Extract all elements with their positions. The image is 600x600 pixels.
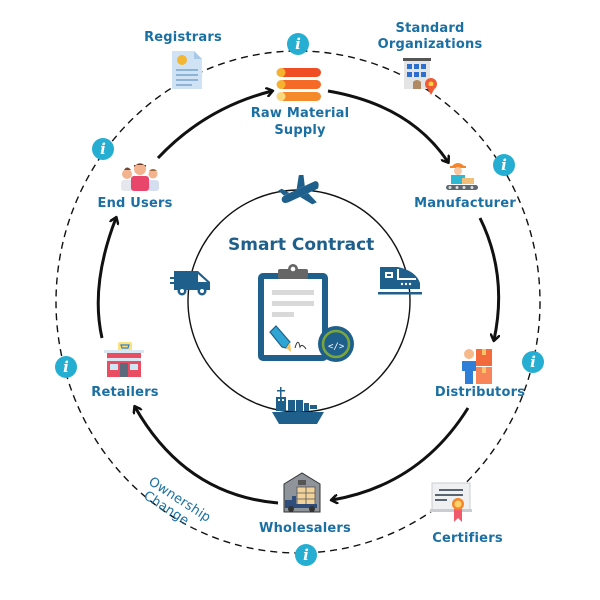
shop-icon <box>104 342 144 377</box>
arrow-retailers-to-endusers <box>96 218 116 339</box>
warehouse-truck-icon <box>283 472 321 513</box>
registrars-label: Registrars <box>144 30 222 45</box>
standard-organizations-label-line2: Organizations <box>377 37 483 52</box>
logs-icon <box>276 68 321 101</box>
svg-text:</>: </> <box>328 342 345 352</box>
arrow-endusers-to-raw <box>156 91 272 160</box>
raw-material-label-line1: Raw Material <box>250 106 350 121</box>
truck-icon <box>170 271 210 296</box>
airplane-icon <box>278 175 319 205</box>
info-icon[interactable]: i <box>287 33 309 55</box>
certificate-icon <box>430 482 472 522</box>
wholesalers-label: Wholesalers <box>259 521 351 536</box>
info-icon[interactable]: i <box>522 351 544 373</box>
arrow-wholesalers-to-retailers <box>135 407 279 505</box>
info-icon[interactable]: i <box>92 138 114 160</box>
arrow-raw-to-manufacturer <box>327 89 448 162</box>
standard-organizations-label-line1: Standard <box>395 21 465 36</box>
arrow-manufacturer-to-distributors <box>478 217 501 340</box>
retailers-label: Retailers <box>91 385 159 400</box>
end-users-label: End Users <box>97 196 173 211</box>
building-location-icon <box>403 58 437 95</box>
certifiers-label: Certifiers <box>432 531 503 546</box>
delivery-person-boxes-icon <box>462 349 492 384</box>
arrow-distributors-to-wholesalers <box>332 407 470 500</box>
ship-icon <box>272 387 324 424</box>
raw-material-label-line2: Supply <box>274 123 326 138</box>
people-group-icon <box>121 163 159 191</box>
info-icon[interactable]: i <box>55 356 77 378</box>
smart-contract-clipboard-icon: </> <box>258 264 354 362</box>
train-icon <box>378 267 422 295</box>
smart-contract-title: Smart Contract <box>228 235 375 255</box>
info-icon[interactable]: i <box>295 544 317 566</box>
factory-worker-icon <box>446 163 478 190</box>
info-icon[interactable]: i <box>493 154 515 176</box>
document-icon <box>172 51 202 89</box>
manufacturer-label: Manufacturer <box>414 196 516 211</box>
distributors-label: Distributors <box>434 385 526 400</box>
